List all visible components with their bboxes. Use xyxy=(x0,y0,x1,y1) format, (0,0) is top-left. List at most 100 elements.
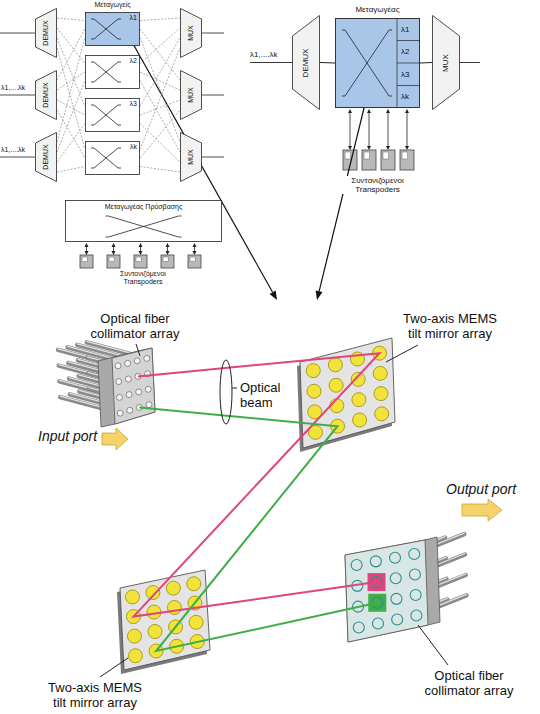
wavelength-switch: λk xyxy=(85,141,140,175)
demux-trapezoid: DEMUX xyxy=(292,15,320,110)
crossbar-stub xyxy=(118,125,121,126)
crossbar-stub xyxy=(91,125,94,126)
fiber-end xyxy=(146,402,152,408)
mux-outline xyxy=(181,71,202,120)
demux-label: DEMUX xyxy=(42,144,50,169)
demux-trapezoid: DEMUX xyxy=(35,70,57,120)
transponder-symbol xyxy=(362,150,376,170)
transponder-port xyxy=(109,257,114,262)
part-label: Optical beam xyxy=(240,380,295,410)
leader-line xyxy=(136,344,140,356)
switch-outline xyxy=(86,99,140,132)
collimator-face xyxy=(112,348,155,424)
input-fiber xyxy=(250,62,292,63)
transponder-port xyxy=(402,152,408,159)
connector xyxy=(140,100,180,115)
beam-bracket xyxy=(220,360,232,424)
mems-mirror xyxy=(128,649,142,663)
crossbar xyxy=(94,19,118,39)
crossbar-stub xyxy=(91,148,94,149)
fiber-end xyxy=(125,360,131,366)
arrowhead xyxy=(112,243,116,247)
cell-divider xyxy=(397,85,420,86)
arrowhead xyxy=(405,146,409,150)
crossbar-stub xyxy=(91,19,94,20)
leader-line xyxy=(418,625,448,665)
connector xyxy=(57,72,85,90)
input-fiber xyxy=(0,33,35,34)
transponder-port xyxy=(190,257,195,262)
leader-line xyxy=(386,345,418,362)
demux-outline xyxy=(36,71,57,120)
fiber-end xyxy=(390,552,401,563)
output-fiber xyxy=(202,95,224,96)
port-label: Output port xyxy=(446,482,516,497)
mems-mirror xyxy=(127,629,141,643)
fiber-end xyxy=(391,593,402,604)
crossbar-stub xyxy=(118,19,121,20)
fiber-end xyxy=(353,622,364,633)
fiber-end xyxy=(115,363,121,369)
mux-trapezoid: MUX xyxy=(180,132,202,182)
crossbar-stub xyxy=(91,39,94,40)
crossbar xyxy=(94,62,118,82)
crossbar xyxy=(94,148,118,168)
demux-label: DEMUX xyxy=(42,82,50,107)
transponder-symbol xyxy=(161,255,174,268)
optical-switch-box: Μεταγωγέαςλ1λ2λ3λk xyxy=(335,18,420,108)
switch-outline xyxy=(86,13,140,46)
pointer-arrow xyxy=(132,42,273,292)
fiber-end xyxy=(351,560,362,571)
crossbar-stub xyxy=(179,237,182,238)
connector xyxy=(140,72,180,90)
transponder-port xyxy=(136,257,141,262)
mems-mirror xyxy=(374,387,388,401)
connector xyxy=(140,38,180,107)
port-arrow xyxy=(102,428,128,450)
wavelength-label: λ2 xyxy=(130,57,137,65)
demux-outline xyxy=(36,9,57,58)
mems-mirror xyxy=(329,378,343,392)
connector xyxy=(140,110,180,158)
arrowhead xyxy=(166,243,170,247)
fiber-end xyxy=(117,410,123,416)
mems-mirror xyxy=(187,577,201,591)
double-arrow-line xyxy=(407,112,408,147)
arrowhead xyxy=(85,243,89,247)
switch-label: Μεταγωγέας Πρόσβασης xyxy=(65,203,222,211)
crossbar-stub xyxy=(118,62,121,63)
fiber-end xyxy=(411,610,422,621)
switch-outline xyxy=(66,201,222,242)
output-fiber xyxy=(202,33,224,34)
crossbar-stub xyxy=(118,148,121,149)
fiber-end xyxy=(134,358,140,364)
mems-mirror xyxy=(330,399,344,413)
port-arrow xyxy=(462,499,502,521)
demux-label: DEMUX xyxy=(301,48,310,77)
wavelength-switch: λ1 xyxy=(85,12,140,46)
column-heading: Μεταγωγείς xyxy=(85,1,140,9)
crossbar xyxy=(345,30,389,96)
transponder-symbol xyxy=(80,255,93,268)
fiber-end xyxy=(127,407,133,413)
arrowhead xyxy=(139,251,143,255)
connector xyxy=(140,48,180,150)
transponder-label: Συντονιζόμενοι Transpoders xyxy=(108,270,178,286)
connector xyxy=(57,28,85,64)
fiber-end xyxy=(116,394,122,400)
crossbar xyxy=(94,105,118,125)
crossbar-stub xyxy=(118,105,121,106)
crossbar-stub xyxy=(342,96,345,97)
double-arrow-line xyxy=(350,112,351,147)
fiber-end xyxy=(410,589,421,600)
transponder-symbol xyxy=(107,255,120,268)
double-arrow-line xyxy=(388,112,389,147)
transponder-symbol xyxy=(134,255,147,268)
mems-mirror xyxy=(306,364,320,378)
arrowhead xyxy=(270,291,278,301)
crossbar-stub xyxy=(91,168,94,169)
crossbar-stub xyxy=(342,30,345,31)
connector xyxy=(140,28,180,64)
cell-divider xyxy=(397,63,420,64)
